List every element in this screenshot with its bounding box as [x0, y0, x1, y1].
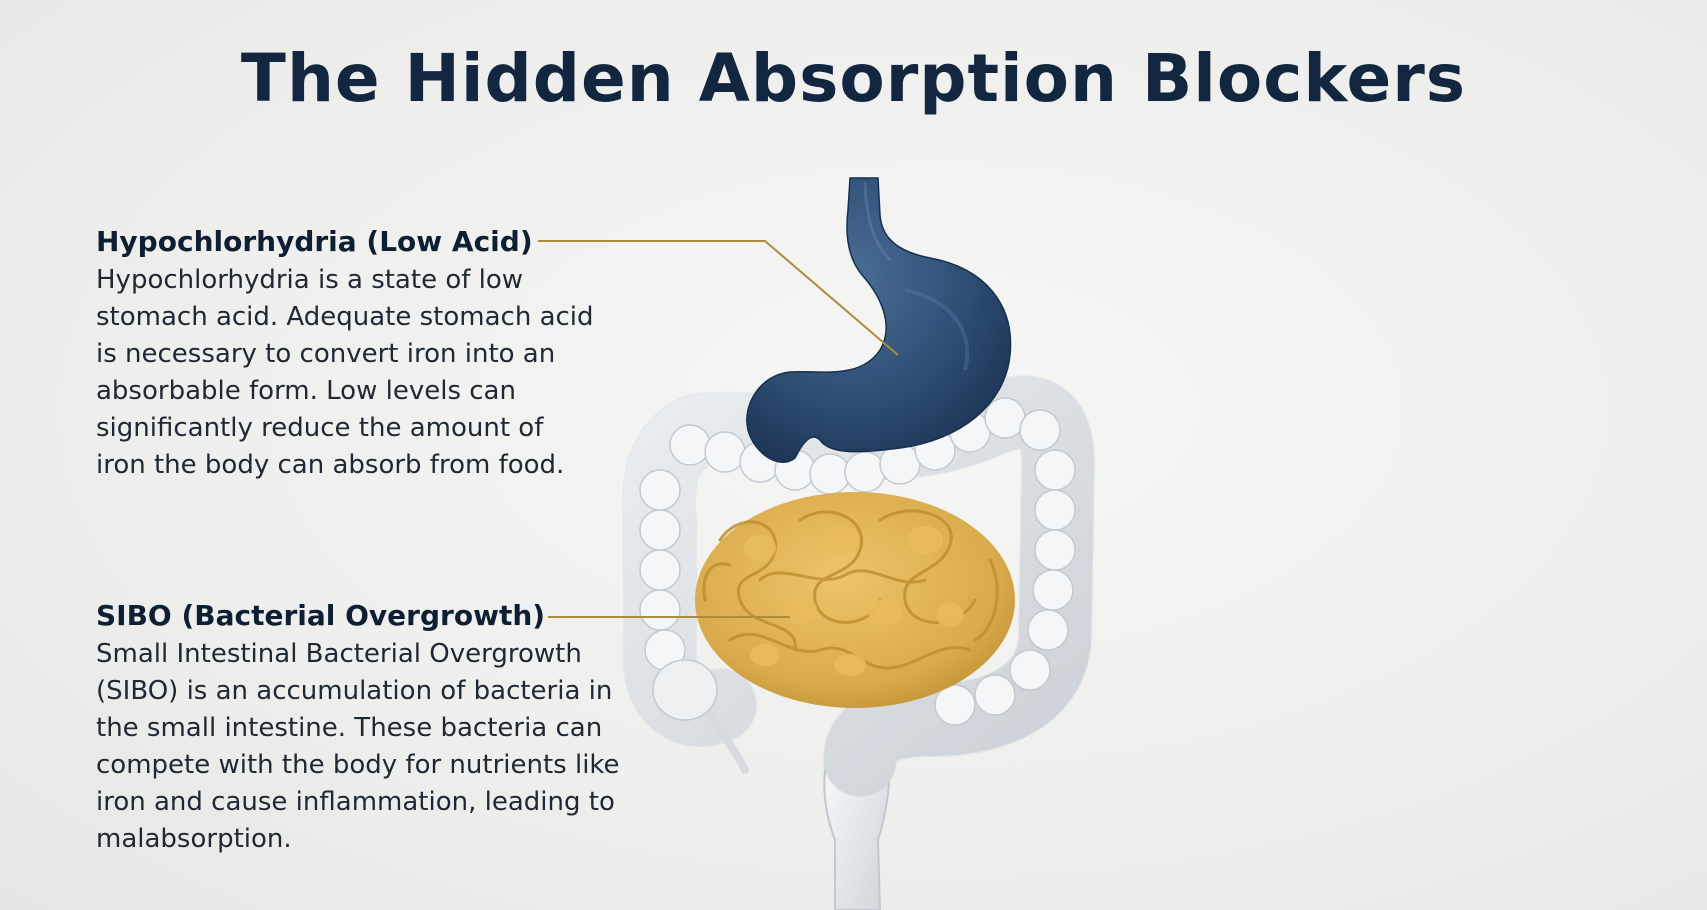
- sibo-section: SIBO (Bacterial Overgrowth) Small Intest…: [96, 598, 626, 858]
- section-body: Hypochlorhydria is a state of low stomac…: [96, 265, 594, 480]
- section-heading: SIBO (Bacterial Overgrowth): [96, 599, 546, 632]
- section-body: Small Intestinal Bacterial Overgrowth (S…: [96, 639, 620, 854]
- hypochlorhydria-section: Hypochlorhydria (Low Acid) Hypochlorhydr…: [96, 224, 596, 484]
- stomach-illustration: [746, 177, 1012, 463]
- leader-line-hypochlorhydria: [538, 240, 899, 356]
- small-intestine-illustration: [695, 492, 1015, 708]
- section-heading: Hypochlorhydria (Low Acid): [96, 225, 533, 258]
- page-title: The Hidden Absorption Blockers: [240, 40, 1467, 117]
